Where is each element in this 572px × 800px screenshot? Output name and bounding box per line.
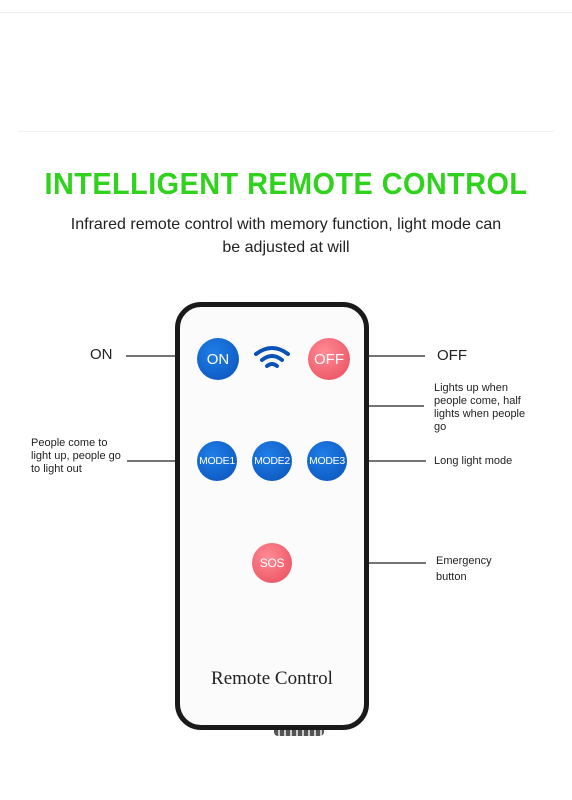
sos-button[interactable]: SOS (252, 543, 292, 583)
wifi-icon (254, 346, 290, 368)
off-button[interactable]: OFF (308, 338, 350, 380)
sos-callout-label: Emergency button (436, 555, 492, 583)
mode2-callout-label: Lights up when people come, half lights … (434, 382, 526, 433)
on-callout-label: ON (90, 346, 113, 363)
top-divider (0, 12, 572, 13)
mode3-callout-label: Long light mode (434, 455, 513, 467)
mode3-button[interactable]: MODE3 (307, 441, 347, 481)
mode2-button[interactable]: MODE2 (252, 441, 292, 481)
on-button[interactable]: ON (197, 338, 239, 380)
section-divider (18, 131, 554, 132)
mode1-button[interactable]: MODE1 (197, 441, 237, 481)
off-callout-label: OFF (437, 347, 467, 364)
remote-label: Remote Control (211, 668, 333, 689)
remote-battery-tab (274, 730, 324, 736)
page-title: INTELLIGENT REMOTE CONTROL (44, 166, 528, 201)
page-subtitle: Infrared remote control with memory func… (70, 216, 502, 256)
mode1-callout-label: People come to light up, people go to li… (31, 437, 121, 475)
